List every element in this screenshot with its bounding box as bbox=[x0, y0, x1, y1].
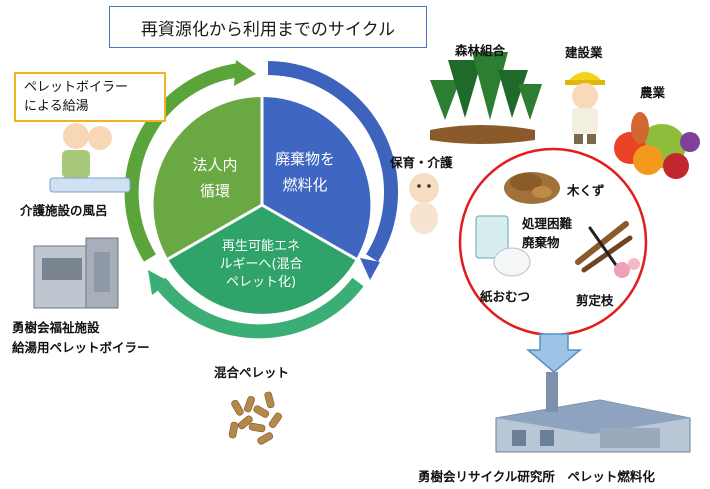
difficult-waste-label: 処理困難 廃棄物 bbox=[522, 214, 572, 252]
outer-arrowhead-green bbox=[234, 60, 256, 86]
construction-label: 建設業 bbox=[565, 45, 603, 60]
boiler-note-line1: ペレットボイラー bbox=[24, 80, 129, 95]
diapers-label: 紙おむつ bbox=[480, 289, 531, 304]
pellet-boiler-illustration bbox=[33, 237, 119, 309]
segment-blue bbox=[262, 96, 371, 260]
segment-teal-line2: ルギーへ(混合 bbox=[219, 257, 303, 272]
nursing-label: 保育・介護 bbox=[390, 155, 453, 170]
boiler-label: 勇樹会福祉施設 給湯用ペレットボイラー bbox=[12, 318, 150, 358]
mixed-pellet-label: 混合ペレット bbox=[214, 365, 290, 380]
factory-illustration bbox=[495, 372, 691, 453]
wood-chips-illustration bbox=[504, 172, 560, 204]
construction-worker-illustration bbox=[565, 72, 605, 144]
outer-arrowhead-teal bbox=[148, 270, 170, 295]
bath-label: 介護施設の風呂 bbox=[20, 203, 108, 218]
boiler-label-line1: 勇樹会福祉施設 bbox=[12, 320, 100, 335]
pruned-branches-illustration bbox=[575, 221, 640, 278]
segment-blue-line2: 燃料化 bbox=[282, 176, 328, 194]
segment-green-line2: 循環 bbox=[199, 182, 230, 200]
diagram-title: 再資源化から利用までのサイクル bbox=[109, 6, 427, 48]
boiler-label-line2: 給湯用ペレットボイラー bbox=[12, 340, 150, 355]
segment-teal-label: 再生可能エネ ルギーへ(混合 ペレット化) bbox=[206, 238, 316, 292]
wood-chips-label: 木くず bbox=[567, 183, 605, 198]
outer-arrow-green bbox=[124, 63, 241, 262]
nursing-bath-illustration bbox=[49, 123, 131, 193]
pellets-illustration bbox=[228, 391, 282, 445]
segment-blue-label: 廃棄物を 燃料化 bbox=[264, 146, 346, 198]
difficult-waste-line1: 処理困難 bbox=[522, 216, 573, 231]
segment-blue-line1: 廃棄物を bbox=[274, 150, 335, 168]
outer-arrow-blue bbox=[267, 61, 398, 262]
forest-label: 森林組合 bbox=[455, 43, 506, 58]
forest-illustration bbox=[430, 52, 542, 144]
outer-arrowhead-blue bbox=[360, 258, 380, 280]
baby-illustration bbox=[409, 173, 439, 234]
segment-green-label: 法人内 循環 bbox=[180, 152, 250, 204]
outer-arrow-teal bbox=[154, 277, 364, 339]
boiler-note-line2: による給湯 bbox=[24, 99, 89, 114]
boiler-note-box: ペレットボイラー による給湯 bbox=[14, 72, 166, 122]
vegetables-illustration bbox=[614, 112, 700, 179]
down-arrow bbox=[525, 333, 583, 373]
pruned-label: 剪定枝 bbox=[576, 293, 614, 308]
agriculture-label: 農業 bbox=[640, 85, 666, 100]
segment-teal-line3: ペレット化) bbox=[225, 275, 297, 290]
segment-green bbox=[153, 96, 262, 259]
segment-teal-line1: 再生可能エネ bbox=[221, 239, 300, 254]
segment-green-line1: 法人内 bbox=[192, 156, 238, 174]
difficult-waste-line2: 廃棄物 bbox=[522, 235, 560, 250]
factory-label: 勇樹会リサイクル研究所 ペレット燃料化 bbox=[418, 469, 655, 484]
diapers-illustration bbox=[475, 215, 531, 277]
